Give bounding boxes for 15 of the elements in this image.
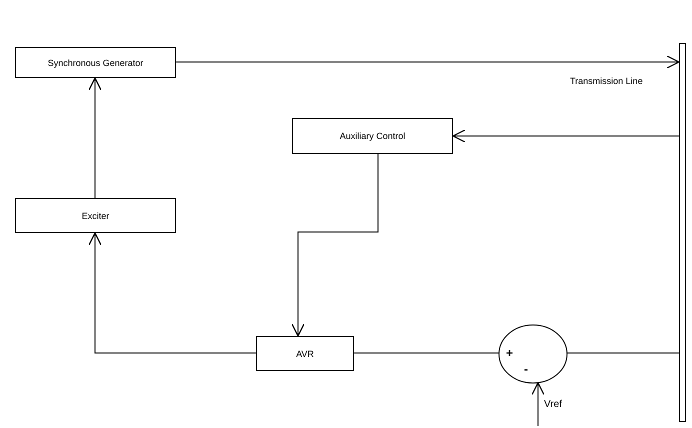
- bus-label: Transmission Line: [570, 76, 643, 86]
- edge-label: Vref: [544, 398, 562, 410]
- process-box: AVR: [256, 336, 354, 371]
- connector-arrow: [531, 382, 545, 426]
- process-box: Exciter: [15, 198, 176, 233]
- process-box: Auxiliary Control: [292, 118, 453, 154]
- connector-arrow: [88, 77, 102, 198]
- connector-arrow: [291, 154, 378, 337]
- process-box: Synchronous Generator: [15, 47, 176, 78]
- minus-sign: -: [524, 362, 528, 376]
- connector-arrow: [452, 129, 680, 143]
- transmission-bus-bar: [679, 43, 686, 422]
- plus-sign: +: [506, 346, 514, 360]
- connector-arrow: [176, 55, 680, 69]
- connector-arrow: [88, 232, 256, 354]
